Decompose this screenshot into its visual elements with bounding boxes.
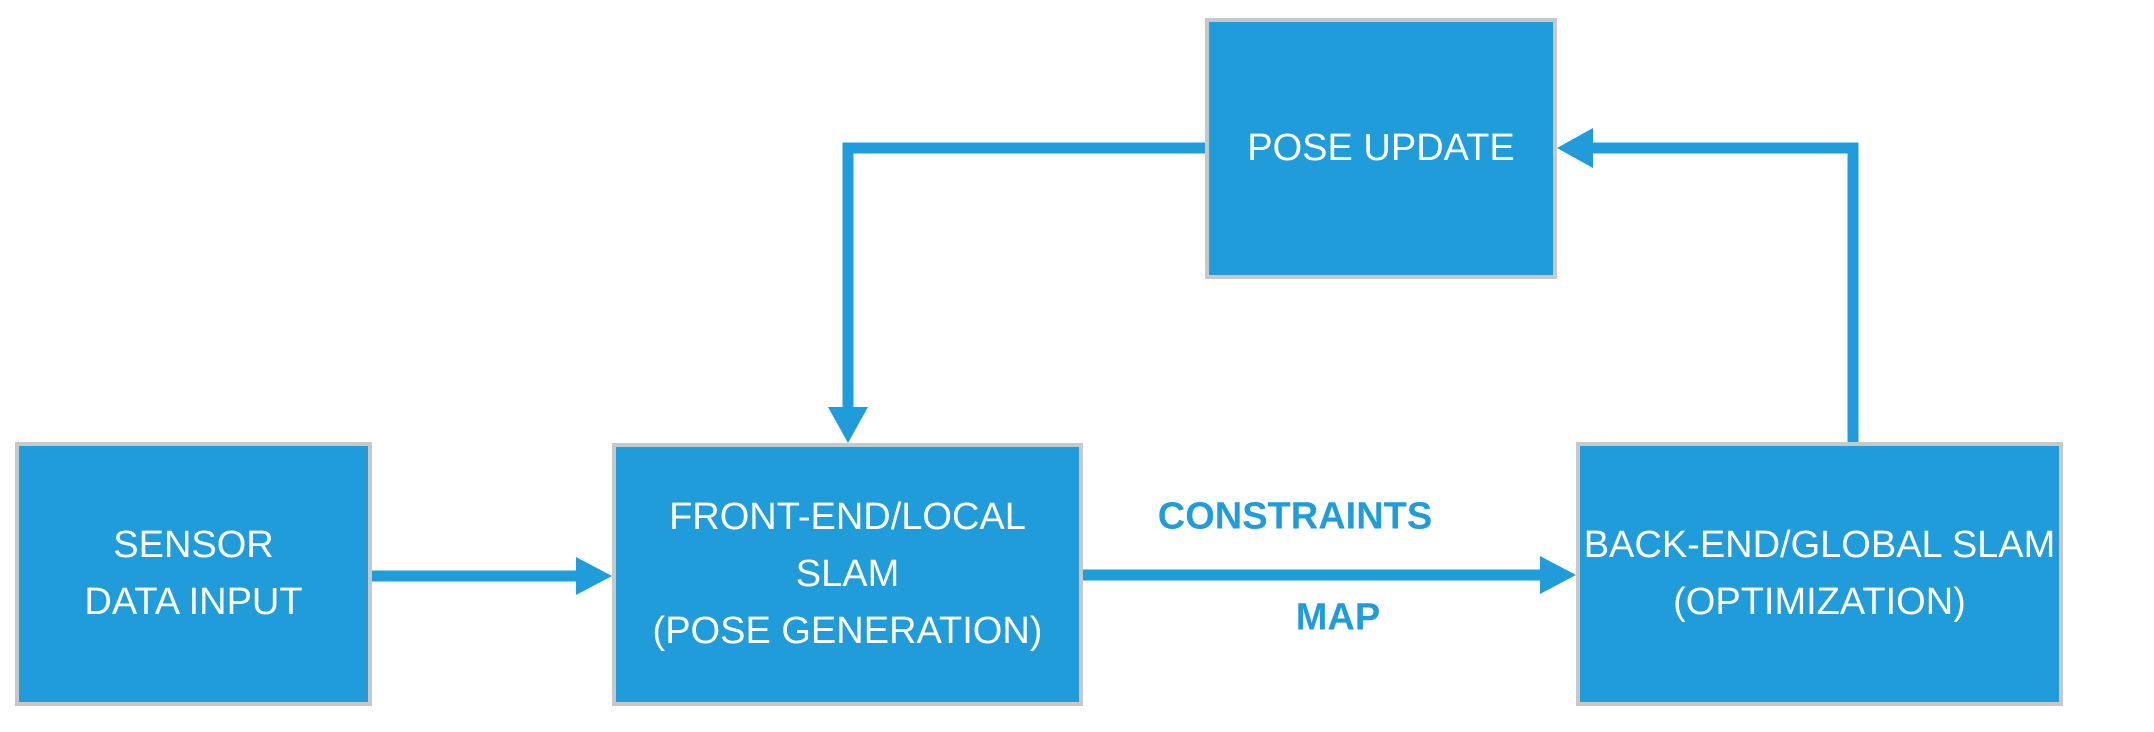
- node-front-end-local-slam: FRONT-END/LOCAL SLAM (POSE GENERATION): [612, 443, 1083, 706]
- edge-label-map: MAP: [1295, 596, 1381, 639]
- edge-arrowhead: [1557, 128, 1593, 168]
- arrow-frontend-to-backend: [1083, 556, 1576, 594]
- edge-line: [842, 142, 1205, 409]
- edge-arrowhead: [1540, 556, 1576, 594]
- node-sensor-data-input: SENSOR DATA INPUT: [15, 442, 372, 706]
- node-label-sensor-data-input: SENSOR DATA INPUT: [84, 524, 303, 623]
- node-back-end-global-slam: BACK-END/GLOBAL SLAM (OPTIMIZATION): [1576, 442, 2063, 706]
- arrow-backend-to-pose-update: [1557, 128, 1859, 442]
- edge-label-constraints: CONSTRAINTS: [1157, 495, 1433, 538]
- node-label-front-end-local-slam: FRONT-END/LOCAL SLAM (POSE GENERATION): [652, 496, 1043, 652]
- node-pose-update: POSE UPDATE: [1205, 18, 1557, 279]
- node-label-pose-update: POSE UPDATE: [1247, 127, 1515, 169]
- node-label-back-end-global-slam: BACK-END/GLOBAL SLAM (OPTIMIZATION): [1583, 524, 2056, 623]
- edge-line: [1591, 142, 1859, 442]
- edge-arrowhead: [828, 407, 868, 443]
- arrow-sensor-to-frontend: [371, 557, 612, 595]
- arrow-pose-update-to-frontend: [828, 142, 1205, 443]
- edge-arrowhead: [576, 557, 612, 595]
